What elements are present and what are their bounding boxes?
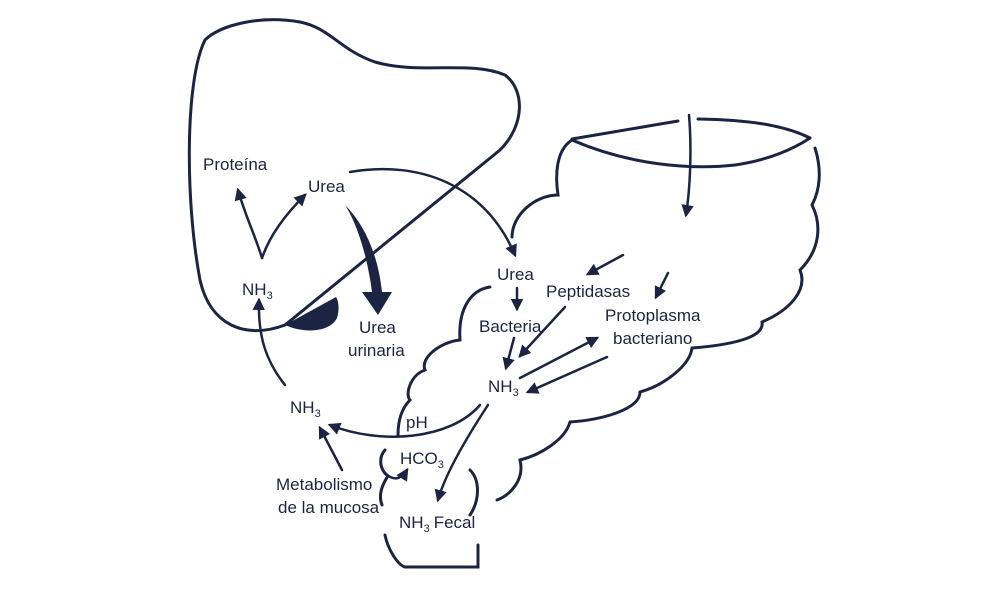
label-metabolismo-1: Metabolismo — [276, 475, 372, 494]
arrow-nh3-to-protoplasma — [518, 336, 600, 380]
label-urea-colon: Urea — [497, 265, 534, 284]
label-urea-urinaria-2: urinaria — [348, 341, 405, 360]
colon-left-side-upper — [510, 138, 574, 239]
colon-top-upper-right — [696, 117, 812, 140]
label-urea-urinaria-1: Urea — [359, 318, 396, 337]
arrow-into-colon — [681, 113, 694, 218]
arrow-to-protoplasma — [654, 271, 670, 300]
label-urea-liver: Urea — [308, 177, 345, 196]
arrow-mucosa-to-nh3 — [318, 425, 344, 472]
label-proteina: Proteína — [203, 155, 268, 174]
arrow-blood-nh3-to-liver — [252, 297, 287, 387]
label-metabolismo-2: de la mucosa — [278, 498, 380, 517]
gallbladder-shape — [285, 297, 339, 331]
label-peptidasas: Peptidasas — [546, 282, 630, 301]
arrow-colon-nh3-to-blood — [327, 403, 482, 438]
rectum-outline — [383, 533, 480, 569]
colon-top-lower — [570, 136, 812, 169]
arrow-nh3-to-fecal — [434, 403, 490, 503]
arrow-nh3-to-proteina — [234, 187, 264, 260]
colon-left-side-lower — [396, 285, 492, 437]
arrow-nh3-to-urea — [260, 193, 307, 260]
label-bacteria: Bacteria — [479, 317, 542, 336]
label-protoplasma-1: Protoplasma — [605, 306, 701, 325]
arrow-urea-to-colon — [348, 167, 517, 258]
colon-bracket — [378, 448, 391, 507]
arrow-to-peptidasas — [585, 253, 625, 276]
arrow-urea-to-urinaria — [345, 205, 392, 315]
arrow-protoplasma-to-nh3 — [525, 355, 609, 394]
label-protoplasma-2: bacteriano — [613, 329, 692, 348]
label-hco3: HCO3 — [400, 449, 444, 471]
label-nh3-liver: NH3 — [242, 280, 273, 302]
liver-outline — [187, 18, 521, 333]
colon-right-lower — [468, 468, 479, 517]
label-nh3-blood: NH3 — [290, 398, 321, 420]
label-nh3-colon: NH3 — [488, 377, 519, 399]
colon-top-upper — [570, 119, 680, 141]
colon-right-side — [495, 146, 821, 502]
arrow-bacteria-to-nh3 — [502, 336, 516, 371]
arrow-bracket-to-hco3 — [384, 467, 409, 482]
label-ph: pH — [406, 413, 428, 432]
arrow-peptidasas-to-nh3 — [518, 305, 567, 358]
